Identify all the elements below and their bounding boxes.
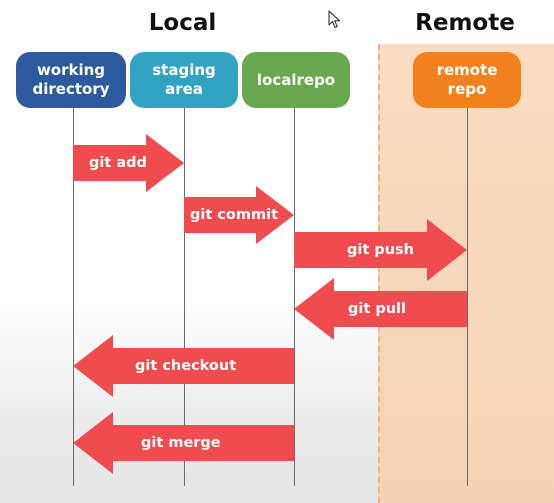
git-add-arrow: git add	[73, 134, 184, 192]
git-checkout-arrow: git checkout	[73, 335, 294, 397]
git-merge-label: git merge	[141, 435, 221, 451]
git-commit-label: git commit	[190, 207, 279, 223]
git-checkout-label: git checkout	[135, 358, 237, 374]
remote-repo-lifeline	[467, 106, 468, 486]
git-merge-arrow: git merge	[73, 412, 294, 474]
working-directory-node: working directory	[16, 52, 126, 108]
remote-repo-node: remote repo	[413, 52, 521, 108]
git-pull-label: git pull	[348, 301, 406, 317]
git-push-arrow: git push	[294, 219, 467, 281]
localrepo-lifeline	[294, 106, 295, 486]
localrepo-node: localrepo	[242, 52, 350, 108]
git-commit-arrow: git commit	[184, 186, 294, 244]
git-add-label: git add	[89, 155, 147, 171]
mouse-pointer-icon	[328, 10, 341, 29]
git-pull-arrow: git pull	[294, 278, 467, 340]
working-directory-lifeline	[73, 106, 74, 486]
remote-region-title: Remote	[415, 10, 515, 36]
local-region-title: Local	[148, 10, 217, 36]
git-push-label: git push	[347, 242, 414, 258]
staging-area-node: staging area	[130, 52, 238, 108]
staging-area-lifeline	[184, 106, 185, 486]
remote-region-panel	[378, 44, 554, 503]
